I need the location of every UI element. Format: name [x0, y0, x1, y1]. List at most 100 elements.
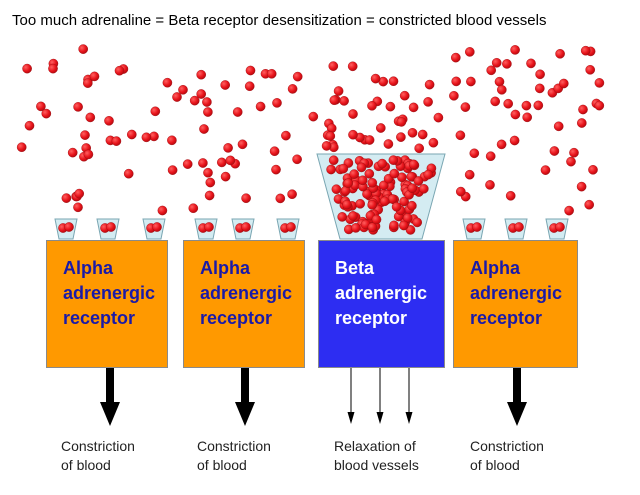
adrenaline-molecule — [505, 190, 516, 201]
adrenaline-molecule — [418, 183, 429, 194]
adrenaline-molecule — [266, 69, 277, 79]
adrenaline-molecule — [383, 139, 394, 149]
adrenaline-molecule — [241, 222, 251, 232]
adrenaline-molecule — [172, 92, 182, 102]
adrenaline-molecule — [74, 188, 84, 199]
adrenaline-molecule — [367, 222, 378, 233]
caption-line2: blood vessels — [334, 457, 419, 473]
adrenaline-molecule — [535, 69, 545, 80]
adrenaline-molecule — [16, 142, 27, 152]
adrenaline-molecule — [526, 58, 536, 69]
adrenaline-molecule — [491, 58, 502, 68]
adrenaline-molecule — [287, 189, 297, 199]
adrenaline-molecule — [388, 155, 399, 165]
adrenaline-molecule — [367, 200, 378, 210]
adrenaline-molecule — [350, 223, 361, 233]
adrenaline-molecule — [423, 97, 433, 107]
adrenaline-molecule — [486, 65, 497, 76]
adrenaline-molecule — [232, 107, 243, 117]
adrenaline-molecule — [490, 96, 501, 107]
adrenaline-molecule — [399, 90, 410, 101]
adrenaline-molecule — [553, 121, 564, 132]
bound-adrenaline-molecules — [58, 155, 565, 235]
adrenaline-molecule — [348, 129, 358, 140]
adrenaline-molecule — [555, 222, 565, 232]
adrenaline-molecule — [199, 124, 209, 134]
receptor-label-line2: adrenergic — [470, 283, 563, 303]
receptor-label-line3: receptor — [63, 308, 136, 328]
adrenaline-molecule — [424, 79, 435, 90]
adrenaline-molecule — [414, 143, 425, 154]
alpha-receptor-box-3: Alpha adrenergic receptor — [453, 240, 578, 368]
adrenaline-molecule — [584, 199, 595, 210]
adrenaline-molecule — [502, 59, 512, 69]
adrenaline-molecule — [349, 169, 360, 179]
adrenaline-molecule — [594, 100, 605, 111]
adrenaline-molecule — [73, 202, 83, 213]
adrenaline-molecule — [367, 101, 377, 111]
adrenaline-molecule — [370, 73, 381, 84]
adrenaline-molecule — [423, 169, 434, 180]
adrenaline-molecule — [549, 146, 560, 156]
adrenaline-molecule — [455, 130, 466, 141]
receptor-binding-cups — [54, 153, 569, 240]
adrenaline-molecule — [510, 109, 521, 120]
adrenaline-molecule — [485, 151, 496, 161]
adrenaline-molecule — [337, 212, 348, 222]
adrenaline-molecule — [152, 222, 162, 232]
adrenaline-molecule — [578, 104, 588, 115]
adrenaline-molecule — [167, 135, 177, 146]
diagram-title: Too much adrenaline = Beta receptor dese… — [12, 12, 547, 29]
adrenaline-molecule — [286, 222, 296, 232]
adrenaline-molecule — [326, 164, 336, 175]
adrenaline-molecule — [269, 146, 280, 156]
adrenaline-molecule — [348, 211, 358, 221]
adrenaline-molecule — [255, 101, 266, 112]
adrenaline-molecule — [385, 101, 396, 112]
adrenaline-molecule — [399, 196, 409, 207]
adrenaline-molecule — [104, 116, 114, 126]
adrenaline-molecule — [503, 98, 514, 109]
adrenaline-molecule — [594, 78, 605, 88]
adrenaline-molecule — [48, 63, 58, 74]
adrenaline-molecule — [292, 154, 302, 165]
adrenaline-molecule — [338, 163, 349, 174]
effect-caption-4: Constriction of blood — [470, 437, 544, 475]
adrenaline-molecule — [509, 135, 520, 146]
adrenaline-molecule — [328, 155, 339, 165]
adrenaline-molecule — [89, 71, 100, 82]
receptor-label-line2: adrenergic — [335, 283, 428, 303]
adrenaline-molecule — [83, 149, 94, 160]
adrenaline-molecules — [16, 44, 605, 216]
adrenaline-molecule — [83, 78, 93, 88]
adrenaline-molecule — [569, 147, 579, 158]
adrenaline-molecule — [362, 189, 372, 199]
adrenaline-molecule — [333, 86, 344, 96]
adrenaline-molecule — [566, 156, 576, 167]
caption-line1: Constriction — [470, 438, 544, 454]
adrenaline-molecule — [202, 97, 212, 107]
adrenaline-molecule — [357, 175, 368, 186]
adrenaline-molecule — [178, 85, 188, 95]
adrenaline-molecule — [241, 193, 251, 203]
receptor-label-line3: receptor — [470, 308, 543, 328]
adrenaline-molecule — [577, 118, 587, 128]
adrenaline-molecule — [396, 132, 406, 142]
adrenaline-molecule — [167, 165, 178, 175]
adrenaline-molecule — [496, 85, 507, 95]
adrenaline-molecule — [406, 171, 417, 182]
adrenaline-molecule — [61, 193, 72, 203]
adrenaline-molecule — [73, 102, 83, 112]
adrenaline-molecule — [533, 100, 544, 111]
adrenaline-molecule — [127, 129, 137, 140]
adrenaline-molecule — [407, 200, 417, 211]
adrenaline-molecule — [466, 76, 476, 87]
adrenaline-molecule — [220, 80, 230, 90]
adrenaline-molecule — [377, 158, 388, 169]
receptor-label-line1: Alpha — [63, 258, 114, 278]
adrenaline-molecule — [417, 129, 428, 140]
adrenaline-molecule — [225, 155, 236, 166]
adrenaline-molecule — [364, 135, 375, 145]
adrenaline-molecule — [388, 76, 399, 86]
adrenaline-molecule — [64, 222, 74, 232]
